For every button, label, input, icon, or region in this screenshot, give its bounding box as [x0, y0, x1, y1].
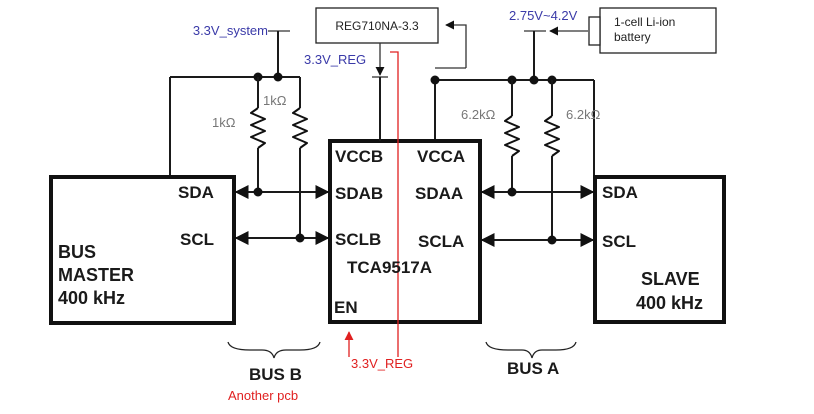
bus-b-brace	[227, 341, 321, 359]
master-title-line3: 400 kHz	[58, 288, 125, 308]
tca9517a-chip	[328, 139, 482, 324]
slave-box	[593, 175, 726, 324]
another-pcb-label: Another pcb	[228, 388, 298, 403]
battery-label-line1: 1-cell Li-ion	[614, 15, 675, 29]
bus-master-box	[49, 175, 236, 325]
resistor-a2-label: 6.2kΩ	[566, 107, 601, 122]
battery-label-line2: battery	[614, 30, 651, 44]
chip-en-label: EN	[334, 298, 358, 317]
chip-sdaa-label: SDAA	[415, 184, 463, 203]
bus-b-label: BUS B	[249, 365, 302, 384]
bus-a-brace	[485, 341, 577, 359]
master-title-line2: MASTER	[58, 265, 134, 285]
reg-voltage-label: 3.3V_REG	[304, 52, 366, 67]
master-scl-label: SCL	[180, 230, 214, 249]
bus-a-label: BUS A	[507, 359, 559, 378]
slave-title-line2: 400 kHz	[636, 293, 703, 313]
pullup-resistor-a1	[504, 80, 520, 192]
slave-title-line1: SLAVE	[641, 269, 700, 289]
pullup-resistor-b1	[250, 77, 266, 192]
slave-sda-label: SDA	[602, 183, 638, 202]
junction-dot	[253, 187, 263, 197]
battery-terminal	[588, 16, 601, 46]
resistor-b2-label: 1kΩ	[263, 93, 287, 108]
junction-dot	[295, 233, 305, 243]
master-title-line1: BUS	[58, 242, 96, 262]
junction-dot	[507, 187, 517, 197]
pullup-resistor-a2	[544, 80, 560, 240]
master-sda-label: SDA	[178, 183, 214, 202]
junction-dot	[547, 235, 557, 245]
chip-vccb-label: VCCB	[335, 147, 383, 166]
enable-voltage-label: 3.3V_REG	[351, 356, 413, 371]
regulator-label: REG710NA-3.3	[335, 19, 419, 33]
resistor-a1-label: 6.2kΩ	[461, 107, 496, 122]
battery-box	[599, 7, 717, 54]
chip-name-label: TCA9517A	[347, 258, 432, 277]
chip-sclb-label: SCLB	[335, 230, 381, 249]
enable-wire	[390, 51, 399, 357]
junction-dot	[529, 75, 539, 85]
junction-dot	[430, 75, 440, 85]
regulator-input-arrow	[445, 20, 467, 68]
junction-dot	[273, 72, 283, 82]
chip-scla-label: SCLA	[418, 232, 464, 251]
regulator-box	[315, 7, 439, 44]
system-voltage-label: 3.3V_system	[193, 23, 268, 38]
battery-voltage-label: 2.75V~4.2V	[509, 8, 578, 23]
slave-scl-label: SCL	[602, 232, 636, 251]
pullup-resistor-b2	[292, 77, 308, 238]
chip-sdab-label: SDAB	[335, 184, 383, 203]
resistor-b1-label: 1kΩ	[212, 115, 236, 130]
chip-vcca-label: VCCA	[417, 147, 465, 166]
